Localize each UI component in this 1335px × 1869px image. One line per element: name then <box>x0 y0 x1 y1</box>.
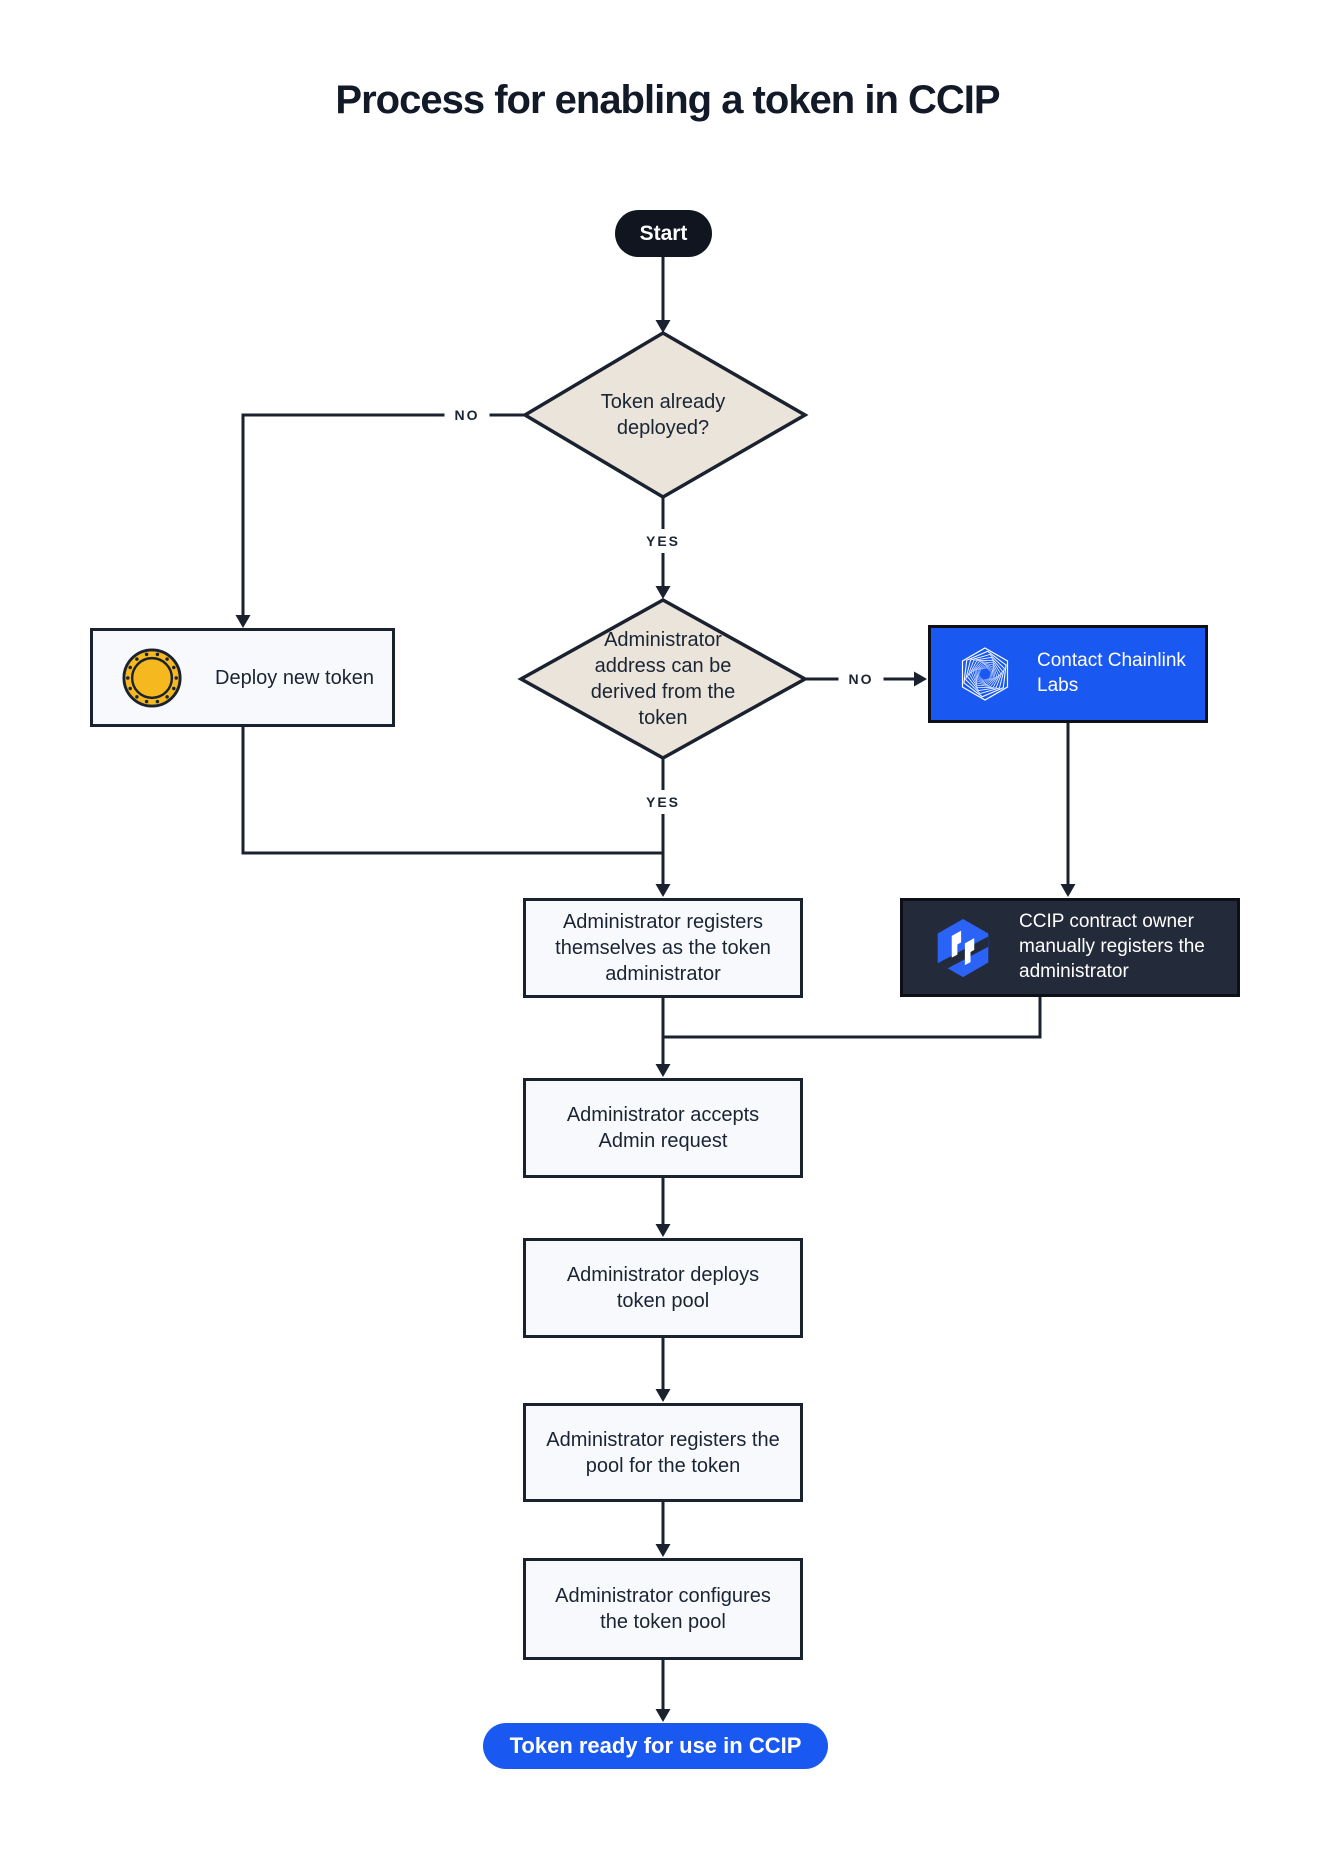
decision-token-deployed-label: Token already deployed? <box>600 391 726 439</box>
arrowhead <box>914 671 927 687</box>
connector-deploy-merge <box>241 727 663 855</box>
arrowhead <box>655 1389 671 1402</box>
arrowhead <box>655 884 671 897</box>
arrowhead <box>655 1064 671 1077</box>
admin-configures-pool-node: Administrator configures the token pool <box>523 1558 803 1660</box>
branch-label-yes-1: YES <box>635 529 691 553</box>
contact-chainlink-labs-label: Contact Chainlink Labs <box>1037 650 1186 696</box>
chainlink-labs-icon <box>961 647 1009 701</box>
admin-accepts-request-label: Administrator accepts Admin request <box>566 1104 760 1152</box>
arrowhead <box>655 1709 671 1722</box>
arrowheads <box>235 320 1076 1722</box>
admin-registers-pool-label: Administrator registers the pool for the… <box>546 1428 780 1477</box>
ccip-icon <box>937 918 989 977</box>
arrowhead <box>655 1224 671 1237</box>
admin-registers-pool-node: Administrator registers the pool for the… <box>523 1403 803 1502</box>
arrowhead <box>235 615 251 628</box>
diagram-title: Process for enabling a token in CCIP <box>335 78 1000 122</box>
branch-label-no-1: NO <box>444 403 490 427</box>
connector-ccip-merge <box>663 997 1042 1039</box>
decision-admin-address-label: Administrator address can be derived fro… <box>590 629 736 729</box>
decision-token-deployed-shape <box>521 330 809 500</box>
deploy-new-token-node: Deploy new token <box>90 628 395 727</box>
arrowhead <box>655 1544 671 1557</box>
branch-label-no-2: NO <box>838 667 884 691</box>
admin-deploys-pool-node: Administrator deploys token pool <box>523 1238 803 1338</box>
deploy-new-token-label: Deploy new token <box>215 666 374 689</box>
ccip-owner-registers-node: CCIP contract owner manually registers t… <box>900 898 1240 997</box>
connectors <box>241 257 1070 1710</box>
connector-decision1-no <box>241 413 525 616</box>
arrowhead <box>655 586 671 599</box>
end-node: Token ready for use in CCIP <box>483 1723 828 1769</box>
admin-accepts-request-node: Administrator accepts Admin request <box>523 1078 803 1178</box>
coin-icon <box>122 647 182 708</box>
arrowhead <box>1060 884 1076 897</box>
ccip-owner-registers-label: CCIP contract owner manually registers t… <box>1019 911 1205 982</box>
admin-registers-self-node: Administrator registers themselves as th… <box>523 898 803 998</box>
branch-label-yes-2: YES <box>635 790 691 814</box>
decision-admin-address-shape <box>517 597 809 761</box>
contact-chainlink-labs-node: Contact Chainlink Labs <box>928 625 1208 723</box>
admin-registers-self-label: Administrator registers themselves as th… <box>555 911 771 985</box>
admin-deploys-pool-label: Administrator deploys token pool <box>566 1264 760 1312</box>
admin-configures-pool-label: Administrator configures the token pool <box>555 1585 771 1633</box>
arrowhead <box>655 320 671 333</box>
start-node: Start <box>615 210 712 257</box>
